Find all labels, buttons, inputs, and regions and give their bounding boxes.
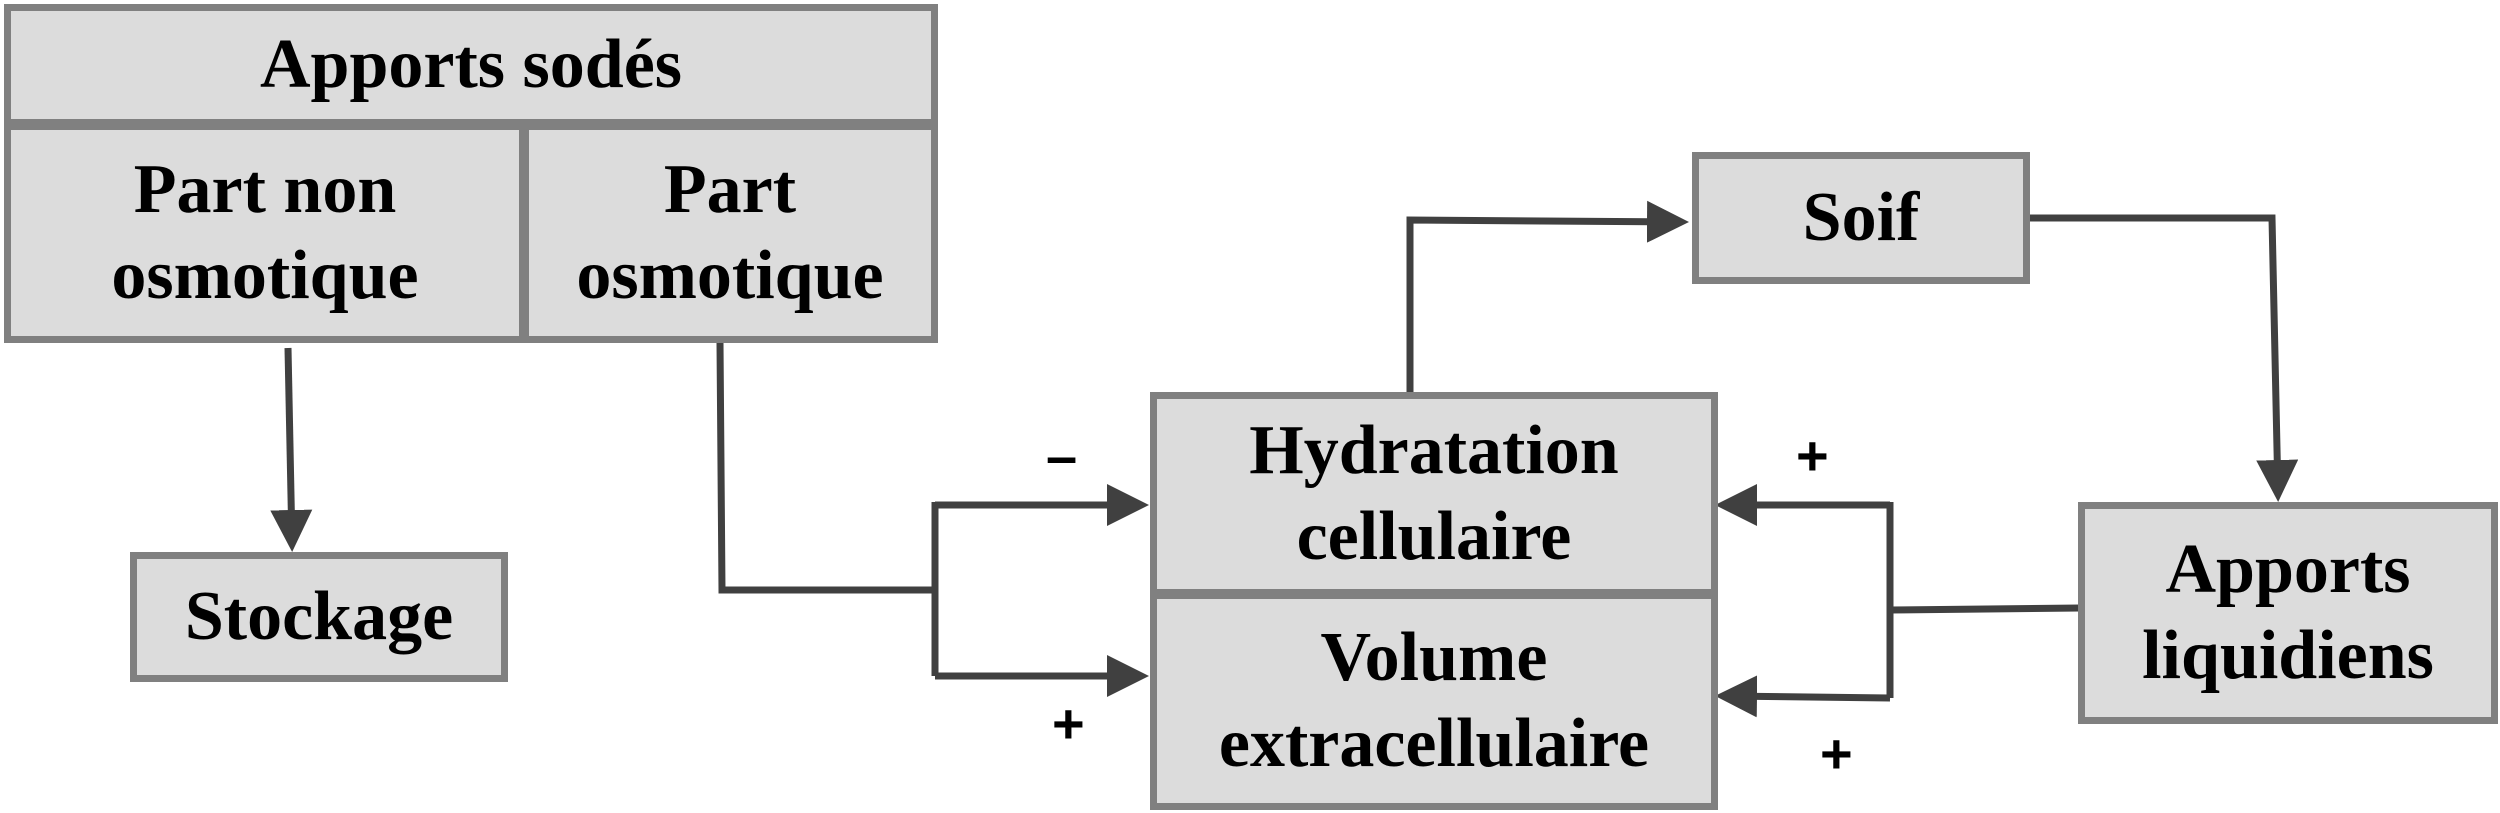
soif-box: Soif: [1692, 152, 2030, 284]
part-osmotique-label: Part osmotique: [576, 151, 884, 314]
volume-extracellulaire-label: Volume extracellulaire: [1218, 619, 1650, 782]
part-osmotique-box: Part osmotique: [522, 123, 938, 343]
part-non-osmotique-label: Part non osmotique: [111, 151, 419, 314]
arrow-nonosmotic-to-stockage: [270, 347, 313, 552]
hydratation-cellulaire-label: Hydratation cellulaire: [1249, 412, 1619, 575]
plus-sign-liquid-hydratation: +: [1796, 424, 1829, 487]
volume-extracellulaire-box: Volume extracellulaire: [1150, 592, 1718, 810]
hydratation-cellulaire-box: Hydratation cellulaire: [1150, 392, 1718, 596]
stockage-label: Stockage: [184, 578, 454, 655]
stockage-box: Stockage: [130, 552, 508, 682]
apports-sodes-label: Apports sodés: [259, 26, 683, 103]
arrow-hydratation-to-soif: [1406, 200, 1689, 392]
plus-sign-volume: +: [1052, 692, 1085, 755]
apports-sodes-header: Apports sodés: [4, 4, 938, 126]
apports-liquidiens-box: Apports liquidiens: [2078, 502, 2498, 724]
part-non-osmotique-box: Part non osmotique: [4, 123, 526, 343]
apports-liquidiens-label: Apports liquidiens: [2142, 531, 2434, 694]
plus-sign-liquid-volume: +: [1820, 722, 1853, 785]
line-liquidiens-to-junction: [1889, 604, 2081, 614]
line-osmotic-to-junction: [716, 342, 935, 594]
soif-label: Soif: [1802, 179, 1920, 256]
minus-sign-hydratation: –: [1046, 424, 1078, 487]
arrow-liquidiens-to-volume: [1715, 675, 1891, 718]
arrow-soif-to-liquidiens: [2026, 214, 2299, 502]
